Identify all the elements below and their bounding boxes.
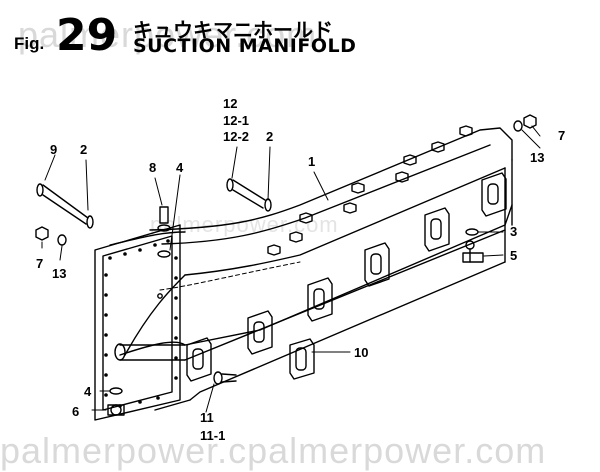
- callout-11-1: 11-1: [200, 428, 225, 443]
- callout-7-left: 7: [36, 256, 43, 271]
- stud-top: [157, 206, 171, 258]
- nut-right: [513, 114, 537, 132]
- callout-labels: 1 2 2 3 4 4 5 6 7 7 8 9 10 11 11-1 12 12…: [36, 96, 565, 443]
- callout-13-right: 13: [530, 150, 544, 165]
- callout-4-top: 4: [176, 160, 184, 175]
- intake-flange: [94, 224, 181, 421]
- callout-2-left: 2: [80, 142, 87, 157]
- fitting-right: [462, 228, 484, 263]
- leader-lines: [41, 125, 541, 413]
- nut-left: [35, 226, 67, 246]
- fitting-bottom: [107, 387, 125, 416]
- callout-7-right: 7: [558, 128, 565, 143]
- callout-10: 10: [354, 345, 368, 360]
- callout-9: 9: [50, 142, 57, 157]
- callout-12-1: 12-1: [223, 113, 249, 128]
- title-japanese: キュウキマニホールド: [133, 18, 333, 42]
- bolt-middle: [226, 178, 272, 212]
- figure-prefix: Fig.: [14, 34, 45, 53]
- callout-5: 5: [510, 248, 517, 263]
- callout-2-right: 2: [266, 129, 273, 144]
- port-flanges: [186, 172, 507, 382]
- callout-8: 8: [149, 160, 156, 175]
- bolt-bottom: [213, 371, 237, 385]
- callout-12: 12: [223, 96, 237, 111]
- callout-11: 11: [200, 410, 214, 425]
- callout-3: 3: [510, 224, 517, 239]
- flange-bolt-holes: [104, 239, 178, 408]
- callout-13-left: 13: [52, 266, 66, 281]
- callout-4-bottom: 4: [84, 384, 92, 399]
- gasket: [289, 338, 315, 380]
- callout-12-2: 12-2: [223, 129, 249, 144]
- bolt-left: [36, 183, 94, 229]
- callout-1: 1: [308, 154, 315, 169]
- callout-6: 6: [72, 404, 79, 419]
- title-english: SUCTION MANIFOLD: [133, 35, 357, 57]
- top-pads: [267, 125, 473, 256]
- figure-number: 29: [56, 10, 118, 61]
- manifold-body: [109, 127, 513, 411]
